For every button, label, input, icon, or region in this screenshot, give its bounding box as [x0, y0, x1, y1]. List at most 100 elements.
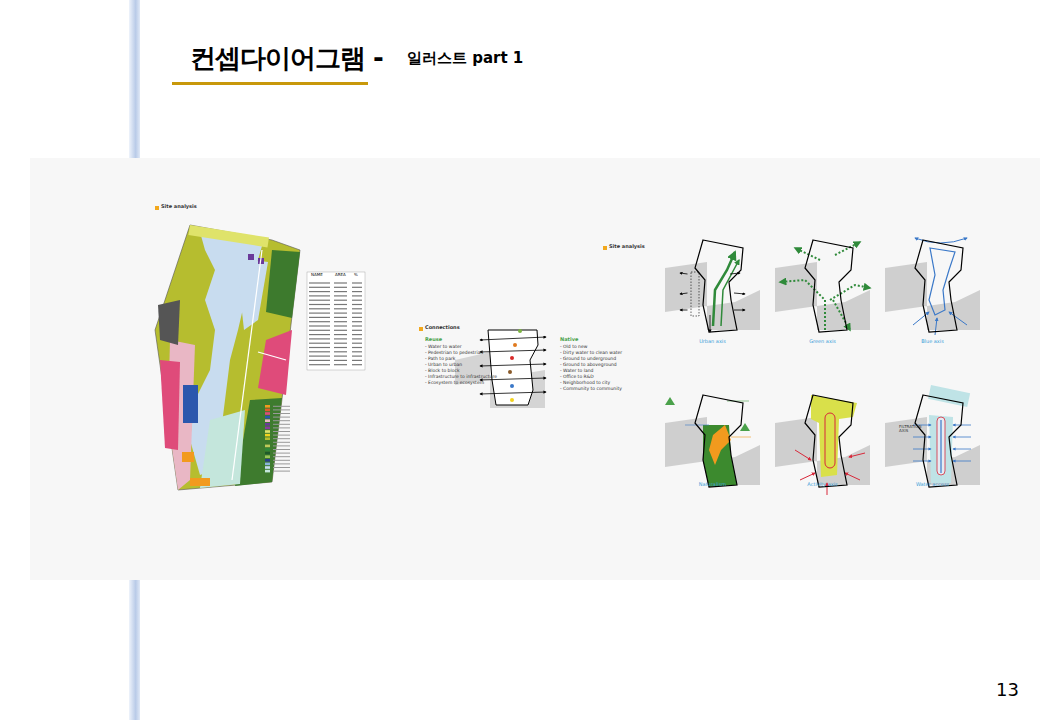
site-outline [695, 240, 743, 332]
table-row [334, 347, 347, 348]
table-row [352, 321, 362, 322]
table-row [309, 364, 330, 365]
table-row [334, 287, 347, 288]
analysis-panel [885, 238, 980, 335]
table-row [352, 360, 362, 361]
legend-swatch [265, 416, 270, 419]
table-row [352, 343, 362, 344]
table-row [352, 325, 362, 326]
table-row [352, 313, 362, 314]
table-row [352, 282, 362, 283]
list-item: - Ground to aboveground [560, 362, 617, 367]
table-row [334, 282, 347, 283]
table-row [352, 287, 362, 288]
list-item: - Water to water [425, 344, 462, 349]
list-heading: Reuse [425, 337, 442, 343]
list-item: - Urban to urban [425, 362, 462, 367]
table-row [334, 351, 347, 352]
list-item: - Ecosystem to ecosystem [425, 380, 484, 385]
table-row [309, 295, 330, 296]
table-row [309, 291, 330, 292]
table-row [334, 308, 347, 309]
table-row [309, 360, 330, 361]
legend-line [273, 413, 290, 414]
legend-swatch [265, 423, 270, 426]
table-row [352, 364, 362, 365]
panel-caption: Blue axis [885, 339, 980, 345]
legend-line [273, 424, 290, 425]
table-row [309, 313, 330, 314]
slide-title: 컨셉다이어그램 - [190, 41, 383, 76]
list-item: - Old to new [560, 344, 587, 349]
legend-swatch [265, 434, 270, 437]
analysis-panel [775, 240, 870, 332]
table-row [352, 295, 362, 296]
table-row [309, 325, 330, 326]
legend-swatch [265, 430, 270, 433]
table-row [352, 351, 362, 352]
legend-swatch [265, 437, 270, 440]
section-heading: Connections [425, 325, 460, 331]
list-item: - Office to R&D [560, 374, 594, 379]
table-row [352, 338, 362, 339]
legend-line [273, 409, 290, 410]
list-item: - Ground to underground [560, 356, 616, 361]
legend-swatch [265, 427, 270, 430]
list-item: - Water to land [560, 368, 593, 373]
legend-swatch [265, 445, 270, 448]
table-row [309, 338, 330, 339]
table-row [309, 347, 330, 348]
legend-line [273, 445, 290, 446]
legend-swatch [265, 466, 270, 469]
table-row [334, 356, 347, 357]
legend-line [273, 456, 290, 457]
legend-swatch [265, 452, 270, 455]
page-number: 13 [996, 680, 1019, 701]
context-ground [775, 262, 870, 330]
table-row [334, 304, 347, 305]
list-item: - Block to block [425, 368, 460, 373]
panel-caption: Green axis [775, 339, 870, 345]
legend-swatch [265, 419, 270, 422]
legend-swatch [265, 448, 270, 451]
legend-swatch [265, 459, 270, 462]
table-header: % [354, 273, 358, 278]
legend-line [273, 449, 290, 450]
table-row [309, 300, 330, 301]
site-outline [915, 240, 963, 332]
table-row [334, 321, 347, 322]
table-row [352, 330, 362, 331]
table-row [334, 291, 347, 292]
section-heading: Site analysis [161, 204, 197, 210]
table-row [334, 338, 347, 339]
site-outline [695, 395, 743, 487]
list-item: - Community to community [560, 386, 622, 391]
table-row [309, 304, 330, 305]
table-row [352, 334, 362, 335]
list-item: - Dirty water to clean water [560, 350, 622, 355]
list-item: - Pedestrian to pedestrian [425, 350, 483, 355]
panel-caption: Urban axis [665, 339, 760, 345]
list-item: - Neighborhood to city [560, 380, 610, 385]
legend-line [273, 467, 290, 468]
table-row [309, 321, 330, 322]
legend-line [273, 442, 290, 443]
table-row [352, 317, 362, 318]
table-row [334, 343, 347, 344]
legend-line [273, 438, 290, 439]
table-row [334, 317, 347, 318]
legend-line [273, 471, 290, 472]
table-row [309, 287, 330, 288]
table-row [334, 364, 347, 365]
legend-swatch [265, 441, 270, 444]
legend-swatch [265, 455, 270, 458]
table-row [334, 330, 347, 331]
axis-label: FILTRATION AXIS [899, 425, 925, 434]
table-row [309, 334, 330, 335]
site-outline [805, 240, 853, 332]
legend-line [273, 427, 290, 428]
table-row [309, 343, 330, 344]
table-row [334, 300, 347, 301]
table-row [352, 300, 362, 301]
table-header: NAME [311, 273, 323, 278]
